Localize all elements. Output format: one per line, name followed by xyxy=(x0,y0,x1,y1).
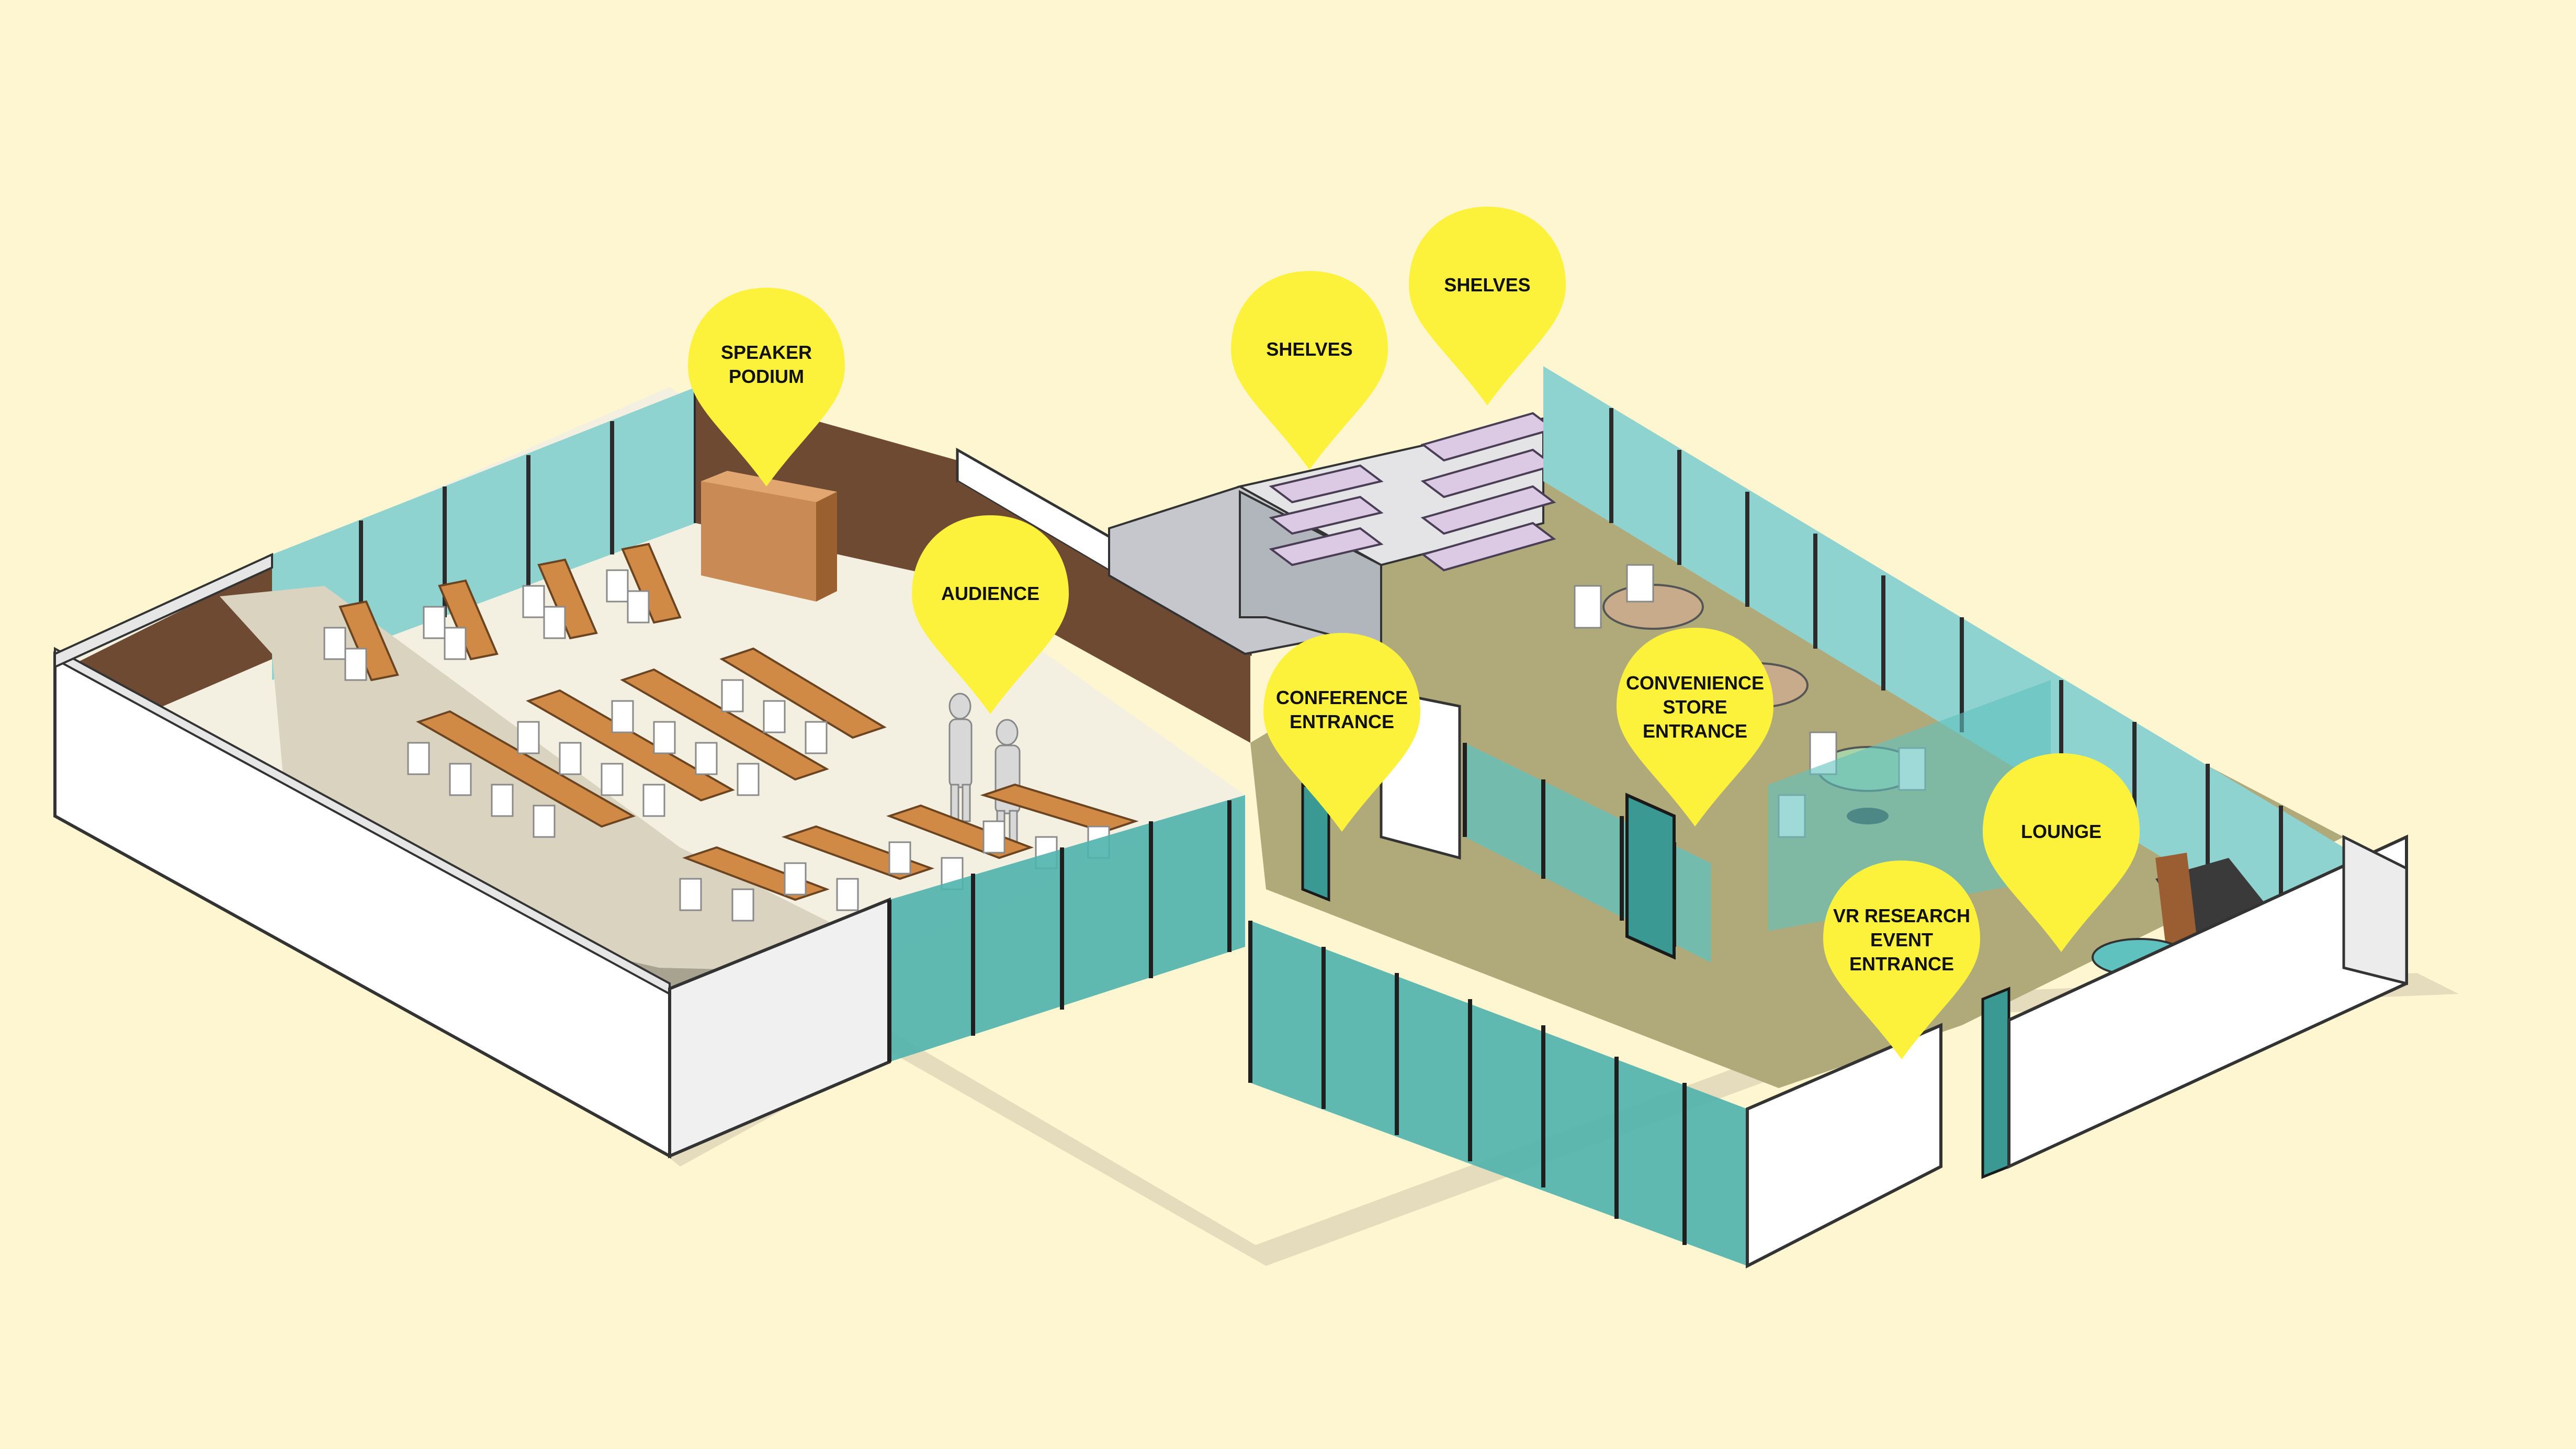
marker-label-line: CONFERENCE xyxy=(1276,687,1408,708)
shelves-units xyxy=(1269,412,1556,572)
map-pin-icon xyxy=(1231,271,1388,470)
lounge-glass-partition xyxy=(1768,680,2051,931)
marker-vr-research-event-entrance[interactable]: VR RESEARCH EVENT ENTRANCE xyxy=(1823,861,1980,1059)
marker-audience[interactable]: AUDIENCE xyxy=(912,515,1069,714)
conference-back-glass-wall xyxy=(272,387,696,680)
marker-shelves-2[interactable]: SHELVES xyxy=(1409,207,1566,405)
marker-label-line: SPEAKER xyxy=(721,342,812,363)
store-door xyxy=(1625,793,1676,960)
map-pin-icon xyxy=(1409,207,1566,405)
marker-shelves-1[interactable]: SHELVES xyxy=(1231,271,1388,470)
marker-label-line: STORE xyxy=(1663,696,1727,718)
marker-label-line: AUDIENCE xyxy=(941,583,1040,604)
lobby-front-mullions xyxy=(1248,921,1687,1245)
lobby-back-glass-wall xyxy=(1543,366,2344,968)
marker-label-line: LOUNGE xyxy=(2021,821,2102,842)
marker-label-line: ENTRANCE xyxy=(1290,711,1394,732)
marker-label-line: PODIUM xyxy=(729,366,804,387)
conference-left-end-wall xyxy=(54,552,273,669)
map-pin-icon xyxy=(1617,628,1773,827)
lobby-front-glass-wall xyxy=(1250,921,1747,1266)
map-pin-icon xyxy=(1983,753,2140,952)
map-pin-icon xyxy=(912,515,1069,714)
desk-rows xyxy=(323,542,1139,922)
map-pin-icon xyxy=(1263,633,1420,832)
conference-front-glass-wall xyxy=(889,795,1245,1062)
marker-label-line: ENTRANCE xyxy=(1643,720,1747,742)
location-markers: SPEAKER PODIUM AUDIENCE SHELVES SHELVES … xyxy=(688,207,2140,1059)
lobby-right-end-wall xyxy=(2342,834,2408,986)
map-pin-icon xyxy=(688,288,845,486)
lobby-front-white-wall xyxy=(1746,1023,1942,1269)
vr-entrance-door xyxy=(1981,987,2010,1179)
speaker-podium xyxy=(701,471,837,602)
marker-speaker-podium[interactable]: SPEAKER PODIUM xyxy=(688,288,845,486)
marker-lounge[interactable]: LOUNGE xyxy=(1983,753,2140,952)
marker-label-line: EVENT xyxy=(1870,929,1933,950)
glass-mullions-front xyxy=(887,800,1231,1062)
marker-label-line: ENTRANCE xyxy=(1849,953,1954,975)
marker-label-line: CONVENIENCE xyxy=(1626,672,1764,694)
marker-conference-entrance[interactable]: CONFERENCE ENTRANCE xyxy=(1263,633,1420,832)
marker-convenience-store-entrance[interactable]: CONVENIENCE STORE ENTRANCE xyxy=(1617,628,1773,827)
marker-label-line: VR RESEARCH xyxy=(1833,905,1970,926)
map-pin-icon xyxy=(1823,861,1980,1059)
marker-label-line: SHELVES xyxy=(1444,274,1530,296)
marker-label-line: SHELVES xyxy=(1266,338,1352,360)
